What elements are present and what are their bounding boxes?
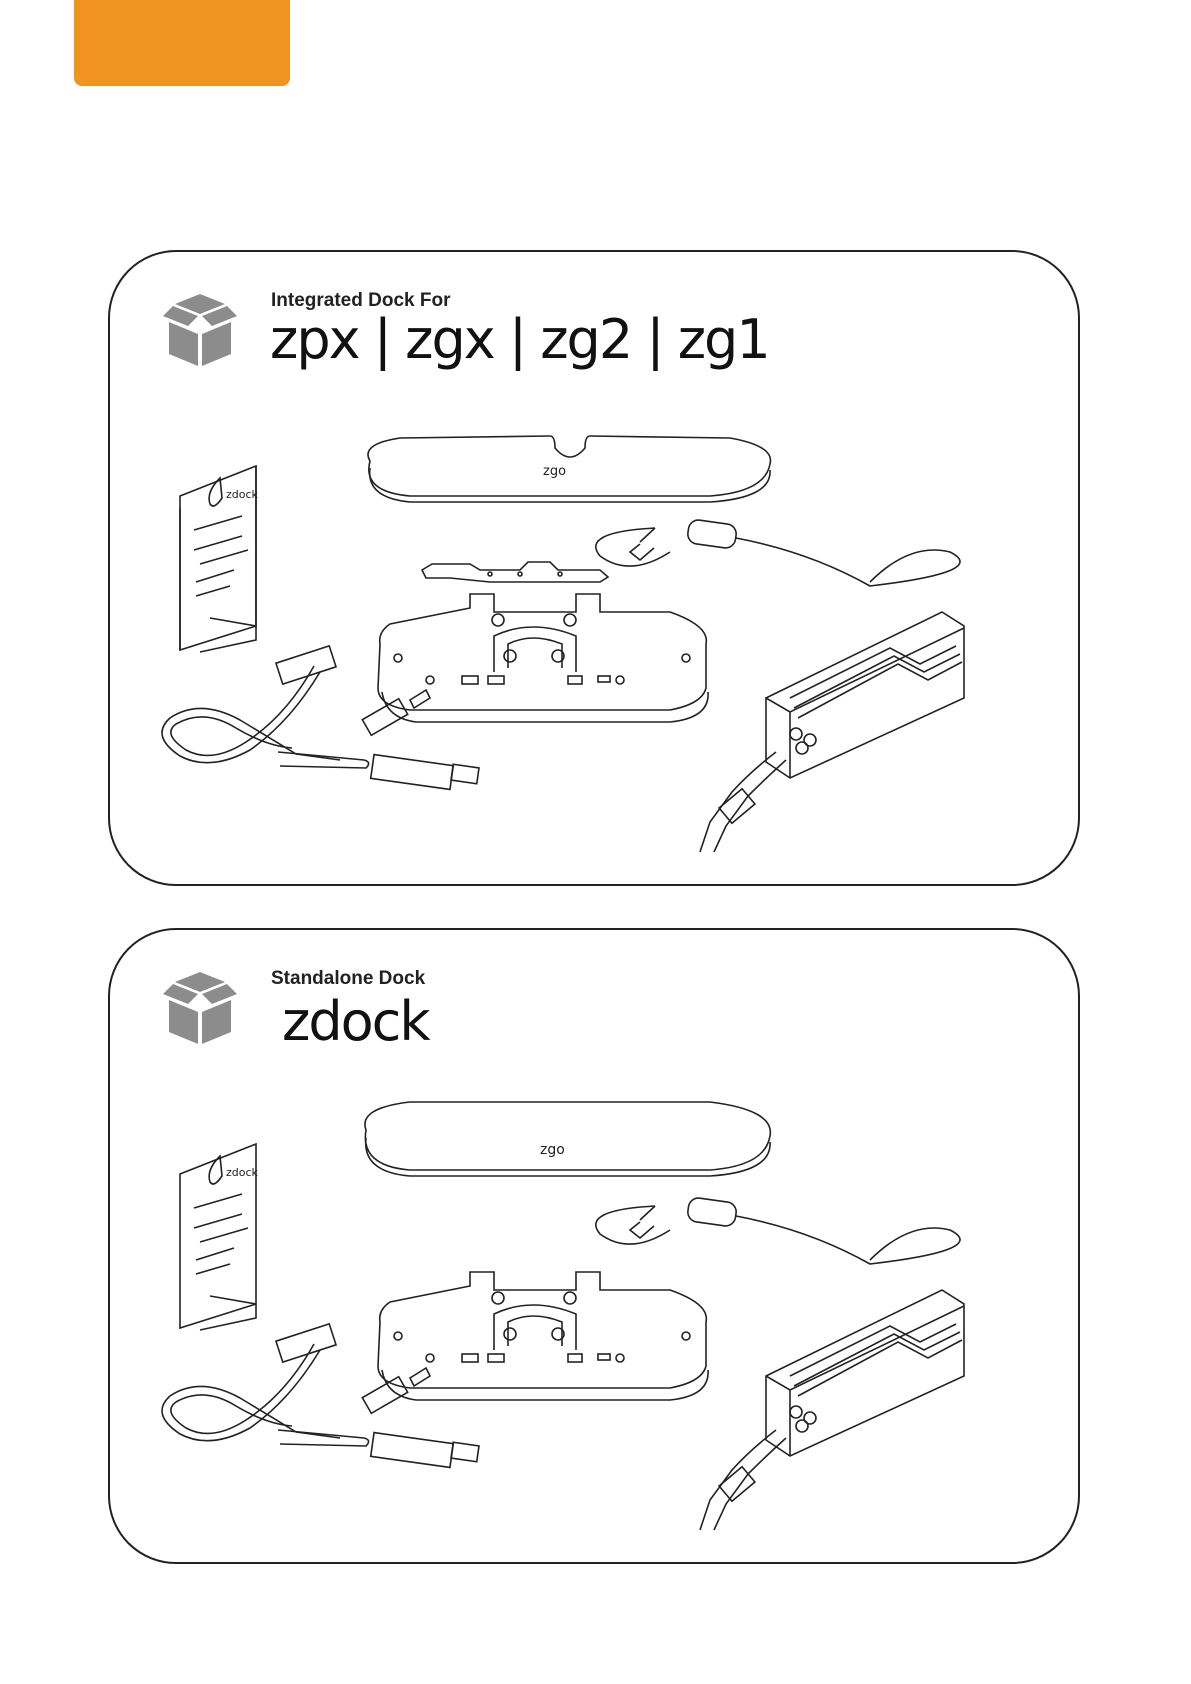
lid-label: zgo [540,1142,565,1158]
dock-lid: zgo [365,1102,770,1176]
usb-cable [162,1324,479,1468]
dock-base [378,594,708,722]
manual-title: zdock [226,1166,259,1179]
mounting-bracket [422,562,608,582]
user-manual: zdock [180,1144,259,1330]
product-contents-illustration: zgo [110,252,1082,888]
manual-title: zdock [226,488,259,501]
integrated-dock-panel: Integrated Dock For zpx | zgx | zg2 | zg… [108,250,1080,886]
dock-lid: zgo [368,436,771,502]
product-contents-illustration: zgo zdock [110,930,1082,1566]
orange-corner-tab [74,0,290,86]
usb-cable [162,646,479,790]
lid-label: zgo [543,464,566,479]
power-adapter [596,1197,964,1530]
user-manual: zdock [180,466,259,652]
standalone-dock-panel: Standalone Dock zdock zgo [108,928,1080,1564]
power-adapter [596,519,964,852]
dock-base [378,1272,708,1400]
